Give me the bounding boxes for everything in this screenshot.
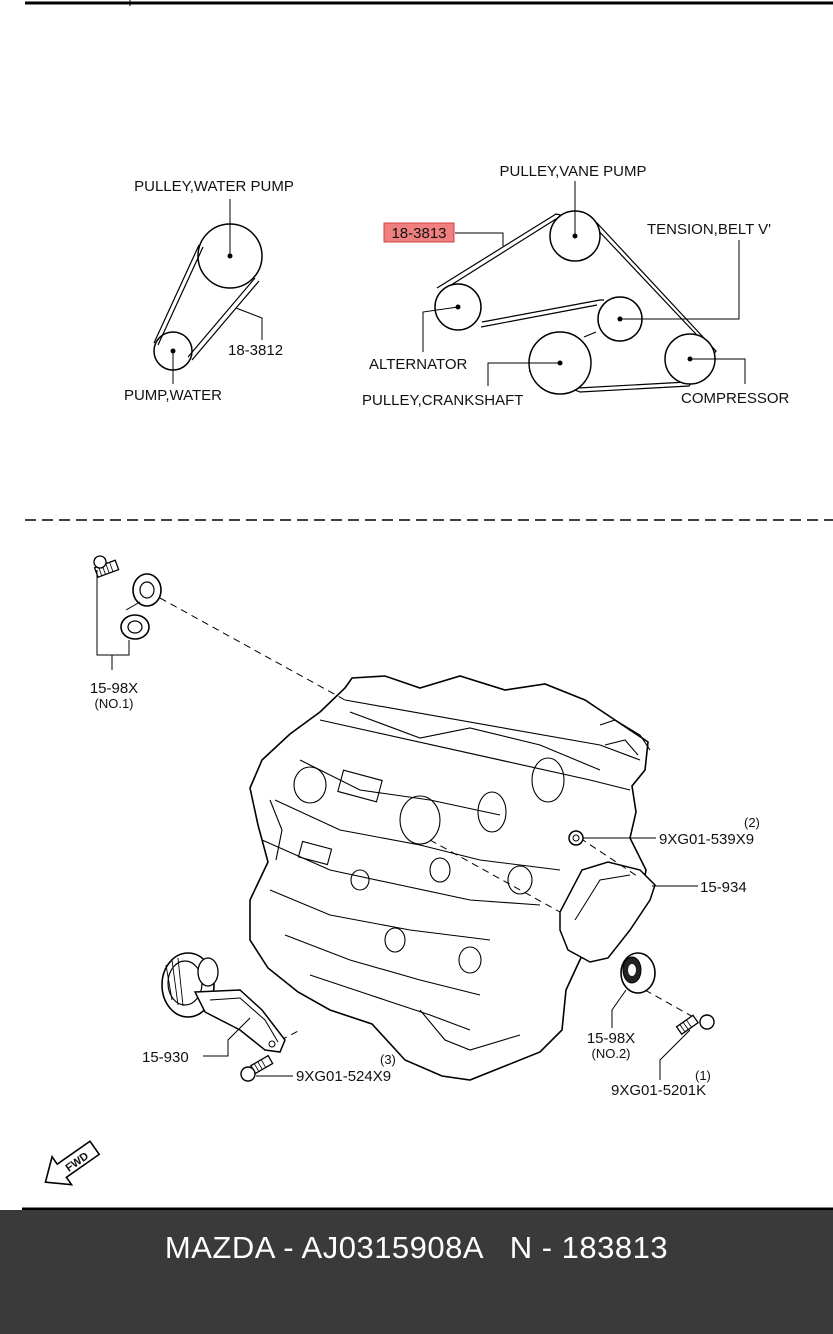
label-compressor: COMPRESSOR — [681, 390, 790, 407]
highlight-box-18-3813 — [383, 222, 455, 243]
bolt-9XG01-5201K[interactable] — [675, 1014, 715, 1036]
cover-15-934[interactable] — [559, 861, 656, 963]
label-pulley-crankshaft: PULLEY,CRANKSHAFT — [362, 392, 523, 409]
label-idler-bottom-part: 15-98X — [587, 1030, 635, 1047]
label-bolt-bottom-right-index: (1) — [695, 1068, 711, 1083]
engine-exploded-view: 15-98X (NO.1) (2) 9XG01-539X9 15-934 15-… — [44, 555, 760, 1186]
main-belt-group: 18-3813 PULLEY,VANE PUMP TENSION,BELT V'… — [362, 163, 790, 409]
tensioner-15-930[interactable] — [161, 952, 286, 1053]
label-belt-18-3813[interactable]: 18-3813 — [391, 225, 446, 242]
bolt-9XG01-539X9[interactable] — [568, 830, 584, 846]
label-bolt-right-part: 9XG01-539X9 — [659, 831, 754, 848]
label-pulley-vane-pump: PULLEY,VANE PUMP — [499, 163, 646, 180]
label-pump-water: PUMP,WATER — [124, 387, 222, 404]
label-pulley-water-pump: PULLEY,WATER PUMP — [134, 178, 294, 195]
idler-pulley-no1[interactable] — [93, 555, 162, 640]
label-bolt-left-part: 9XG01-524X9 — [296, 1068, 391, 1085]
label-alternator: ALTERNATOR — [369, 356, 468, 373]
label-bolt-left-index: (3) — [380, 1052, 396, 1067]
label-idler-top-note: (NO.1) — [95, 696, 134, 711]
footer-bar: MAZDA - AJ0315908A N - 183813 — [0, 1210, 833, 1334]
label-bolt-bottom-right-part: 9XG01-5201K — [611, 1082, 706, 1099]
engine-block[interactable] — [249, 675, 649, 1081]
label-cover-part: 15-934 — [700, 879, 747, 896]
idler-pulley-no2[interactable] — [620, 952, 656, 994]
label-tension-belt: TENSION,BELT V' — [647, 221, 771, 238]
bolt-9XG01-524X9[interactable] — [240, 1054, 274, 1082]
label-idler-bottom-note: (NO.2) — [592, 1046, 631, 1061]
belt-18-3812[interactable] — [153, 244, 260, 361]
label-tensioner-part: 15-930 — [142, 1049, 189, 1066]
parts-diagram: PULLEY,WATER PUMP 18-3812 PUMP,WATER — [22, 0, 833, 1210]
water-pump-belt-group: PULLEY,WATER PUMP 18-3812 PUMP,WATER — [124, 178, 294, 404]
label-bolt-right-index: (2) — [744, 815, 760, 830]
label-belt-18-3812: 18-3812 — [228, 342, 283, 359]
fwd-arrow-icon: FWD — [44, 1140, 101, 1186]
footer-caption: MAZDA - AJ0315908A N - 183813 — [164, 1230, 669, 1265]
label-idler-top-part: 15-98X — [90, 680, 138, 697]
